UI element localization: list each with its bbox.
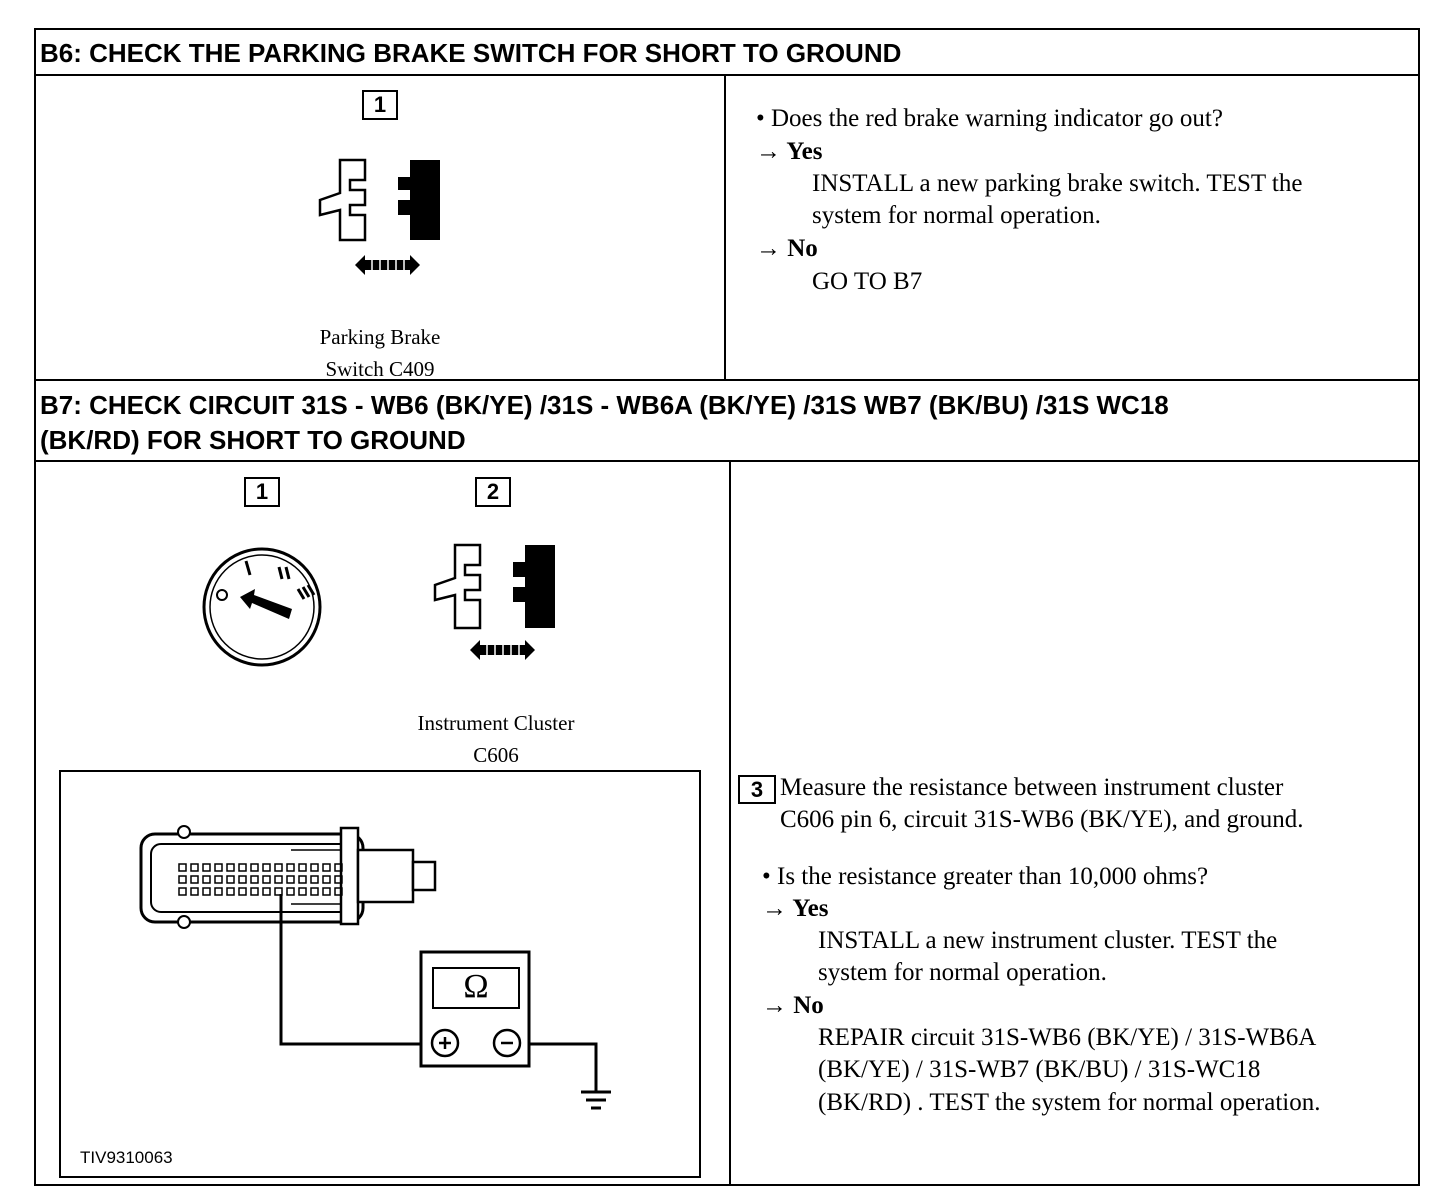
b7-no-line-3: (BK/RD) . TEST the system for normal ope… xyxy=(818,1089,1321,1116)
b7-yes-label: → Yes xyxy=(762,895,829,922)
b6-yes-line-2: system for normal operation. xyxy=(812,202,1101,229)
step3-line-2: C606 pin 6, circuit 31S-WB6 (BK/YE), and… xyxy=(780,806,1304,833)
b7-yes-line-1: INSTALL a new instrument cluster. TEST t… xyxy=(818,927,1278,954)
divider xyxy=(724,75,726,380)
b6-title: B6: CHECK THE PARKING BRAKE SWITCH FOR S… xyxy=(40,38,902,68)
step-number-3: 3 xyxy=(738,775,776,804)
b7-no-line-2: (BK/YE) / 31S-WB7 (BK/BU) / 31S-WC18 xyxy=(818,1056,1261,1083)
divider xyxy=(34,379,1420,381)
divider xyxy=(729,461,731,1186)
procedure-frame xyxy=(34,28,1420,1186)
ohmmeter-icon xyxy=(419,950,531,1068)
ground-symbol-icon xyxy=(581,1090,611,1110)
divider xyxy=(34,74,1420,76)
b7-title-line-1: B7: CHECK CIRCUIT 31S - WB6 (BK/YE) /31S… xyxy=(40,390,1169,420)
instrument-cluster-caption-1: Instrument Cluster xyxy=(417,711,575,735)
step-number-1: 1 xyxy=(362,90,398,120)
step-number-1: 1 xyxy=(244,477,280,507)
instrument-cluster-connector-icon xyxy=(433,543,555,660)
step3-line-1: Measure the resistance between instrumen… xyxy=(780,774,1284,801)
b7-yes-line-2: system for normal operation. xyxy=(818,959,1107,986)
parking-brake-caption-1: Parking Brake xyxy=(319,325,441,349)
b7-title-line-2: (BK/RD) FOR SHORT TO GROUND xyxy=(40,425,466,455)
b6-no-action: GO TO B7 xyxy=(812,268,923,295)
b6-yes-label: → Yes xyxy=(756,138,823,165)
b6-no-label: → No xyxy=(756,235,818,262)
test-lead-wire xyxy=(279,894,598,1092)
c606-connector-icon xyxy=(139,825,437,929)
step-number-2: 2 xyxy=(475,477,511,507)
ignition-switch-icon xyxy=(202,547,322,667)
parking-brake-caption-2: Switch C409 xyxy=(325,357,435,381)
multimeter-diagram xyxy=(139,825,611,1110)
divider xyxy=(34,460,1420,462)
b7-no-line-1: REPAIR circuit 31S-WB6 (BK/YE) / 31S-WB6… xyxy=(818,1024,1317,1051)
multimeter-diagram-frame xyxy=(59,770,701,1178)
b7-no-label: → No xyxy=(762,992,824,1019)
b6-question: • Does the red brake warning indicator g… xyxy=(756,105,1223,132)
ohm-symbol: Ω xyxy=(463,968,489,1005)
b6-yes-line-1: INSTALL a new parking brake switch. TEST… xyxy=(812,170,1303,197)
parking-brake-switch-connector-icon xyxy=(318,158,440,275)
b7-question: • Is the resistance greater than 10,000 … xyxy=(762,863,1209,890)
figure-reference: TIV9310063 xyxy=(80,1148,173,1167)
instrument-cluster-caption-2: C606 xyxy=(473,743,519,767)
